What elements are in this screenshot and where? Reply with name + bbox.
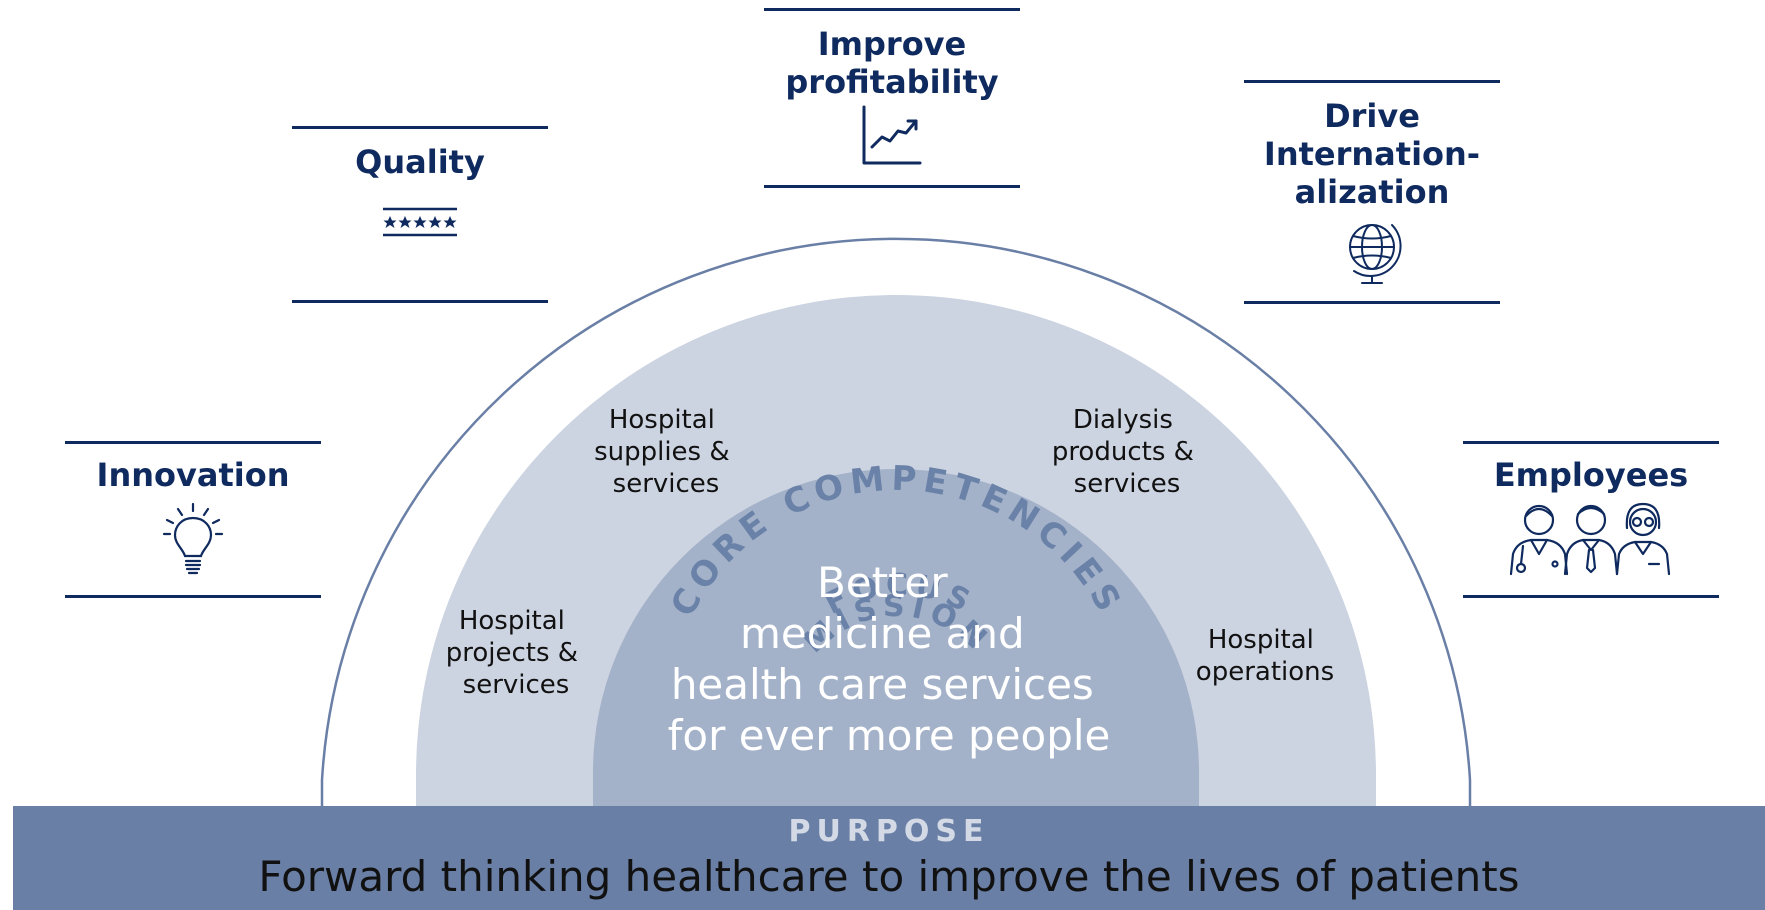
- purpose-title: PURPOSE: [788, 814, 990, 849]
- pillar-quality: Quality: [292, 126, 548, 303]
- mission-ring: [593, 469, 1199, 806]
- focus-area-hospital-supplies: Hospital supplies & services: [594, 405, 738, 499]
- growth-chart-icon: [862, 105, 922, 165]
- focus-area-dialysis: Dialysis products & services: [1052, 405, 1202, 499]
- focus-area-hospital-operations: Hospital operations: [1196, 625, 1334, 687]
- purpose-statement: Forward thinking healthcare to improve t…: [258, 852, 1520, 901]
- staff-group-icon: [1509, 502, 1671, 576]
- pillar-internationalization-title: Drive Internation- alization: [1263, 97, 1481, 211]
- pillar-innovation-title: Innovation: [96, 456, 290, 494]
- pillar-quality-title: Quality: [355, 143, 485, 181]
- pillar-profitability-title: Improve profitability: [785, 25, 999, 101]
- mission-statement: Better medicine and health care services…: [668, 558, 1111, 760]
- five-stars-icon: [383, 207, 457, 237]
- pillar-innovation: Innovation: [65, 441, 321, 598]
- focus-area-hospital-projects: Hospital projects & services: [446, 606, 587, 700]
- purpose-bar: PURPOSE Forward thinking healthcare to i…: [13, 806, 1765, 910]
- lightbulb-icon: [162, 502, 224, 575]
- pillar-profitability: Improve profitability: [764, 8, 1020, 188]
- pillar-internationalization: Drive Internation- alization: [1244, 80, 1500, 304]
- pillar-employees-title: Employees: [1493, 456, 1689, 494]
- pillar-employees: Employees: [1463, 441, 1719, 598]
- globe-icon: [1349, 224, 1402, 284]
